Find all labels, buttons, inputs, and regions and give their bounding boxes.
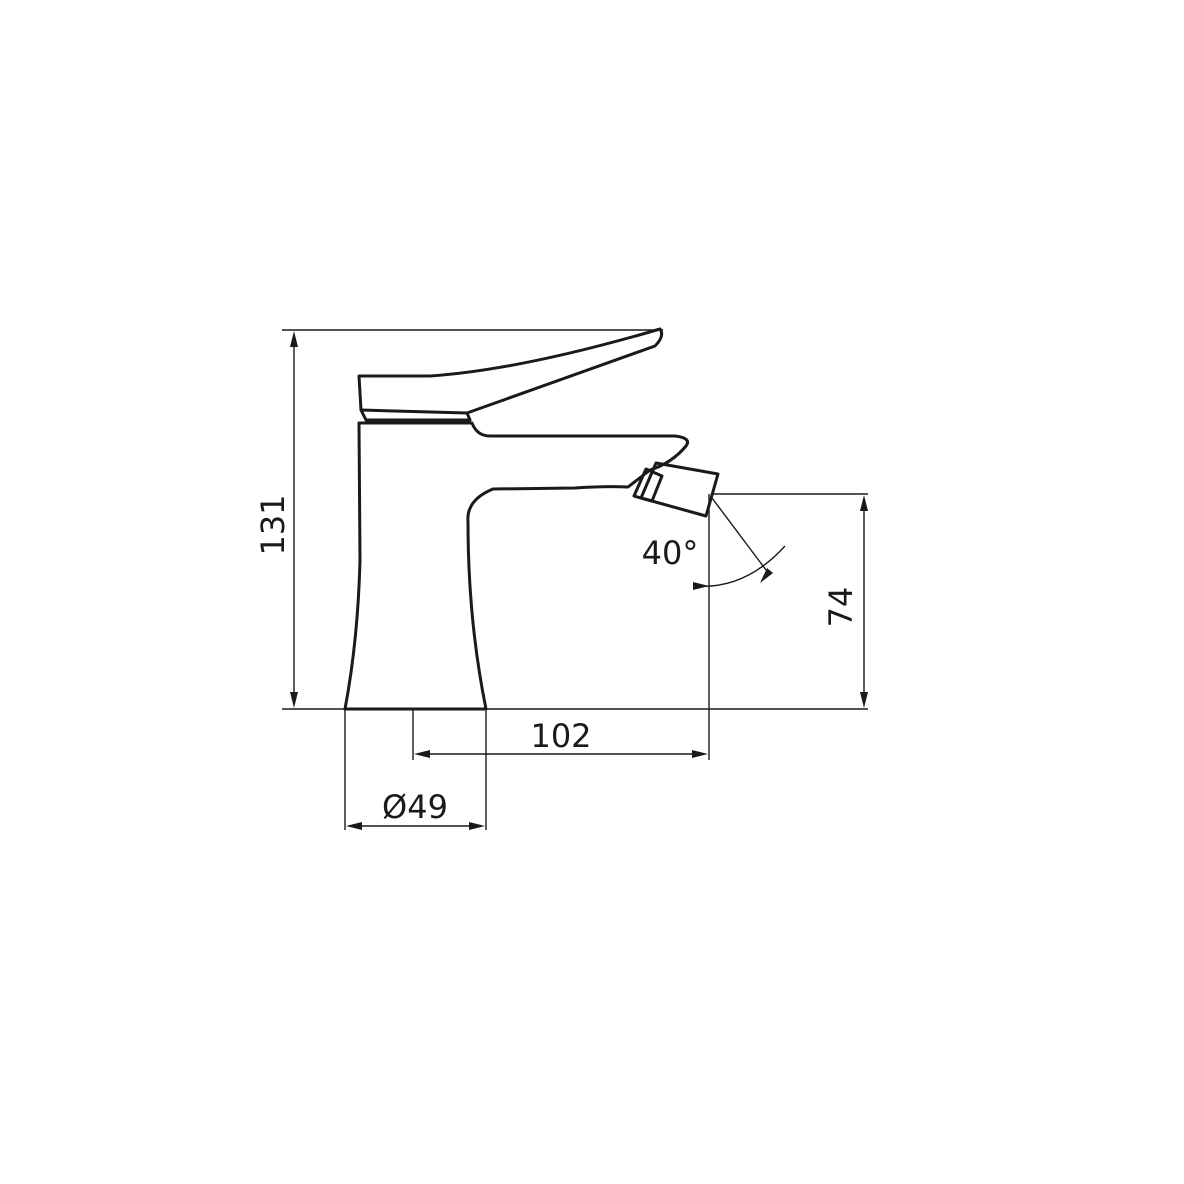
arrow-head [346,822,362,830]
dimension-overall-height: 131 [254,331,298,708]
handle-collar [359,408,472,422]
spout-height-label: 74 [822,587,860,628]
dimension-base-diameter: Ø49 [346,788,485,830]
overall-height-label: 131 [254,494,292,555]
lever-handle [357,327,664,415]
faucet-body [343,421,690,711]
spray-angle-label: 40° [642,534,699,572]
arrow-head [290,331,298,347]
spray-direction-line [711,497,767,571]
arrow-head [414,750,430,758]
arrow-head [290,692,298,708]
dimension-reach: 102 [414,717,708,758]
reach-label: 102 [530,717,591,755]
faucet-outline [343,327,720,711]
arrow-head [469,822,485,830]
spray-nozzle [639,461,720,518]
nozzle-ring [632,467,664,503]
arrow-head [693,582,709,590]
arrow-head [760,568,773,583]
extension-lines [282,329,868,830]
arrow-head [860,495,868,511]
arrow-head [860,692,868,708]
dimension-spout-height: 74 [822,495,868,708]
base-diameter-label: Ø49 [382,788,448,826]
arrow-head [692,750,708,758]
dimension-spray-angle: 40° [642,534,786,590]
